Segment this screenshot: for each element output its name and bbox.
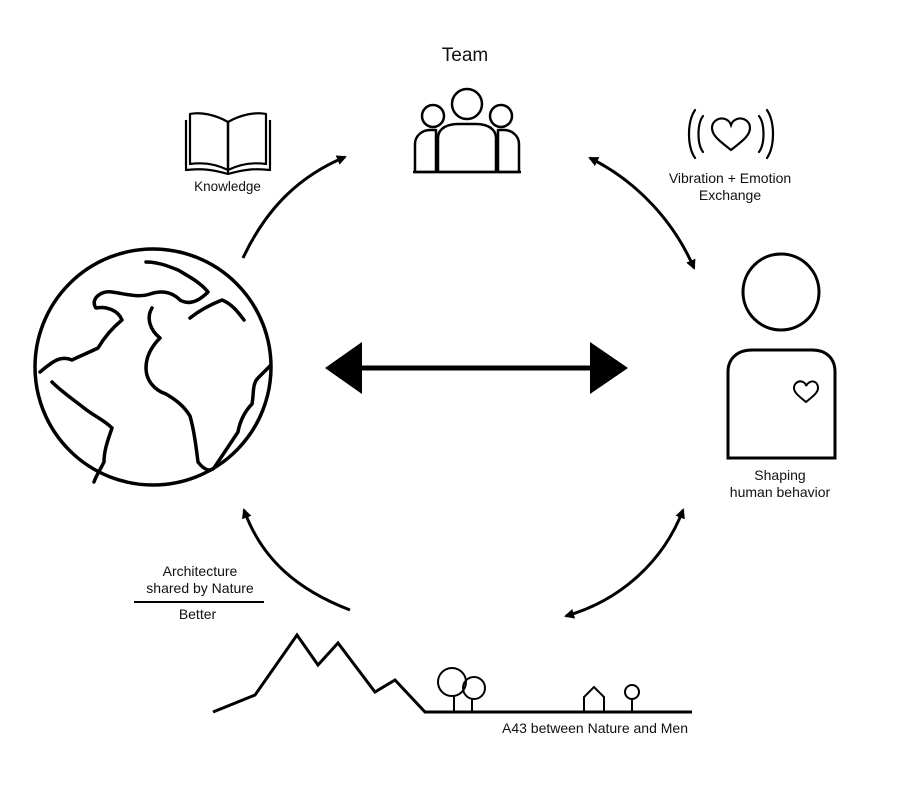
center-bidirectional-arrow (325, 342, 628, 394)
team-label: Team (441, 45, 489, 66)
human-label-line1: Shaping (754, 467, 806, 483)
knowledge-label: Knowledge (194, 179, 261, 194)
landscape-label: A43 between Nature and Men (501, 720, 688, 736)
heart-vibration-icon (687, 108, 775, 160)
vibration-label: Vibration + Emotion Exchange (640, 170, 820, 204)
globe-icon (33, 247, 273, 487)
arrow-team-person (588, 156, 696, 270)
vibration-label-line1: Vibration + Emotion (668, 170, 792, 186)
architecture-label: Architecture shared by Nature (120, 563, 280, 597)
person-heart-icon (726, 252, 837, 460)
arrow-person-landscape (564, 508, 685, 619)
human-label: Shaping human behavior (700, 467, 860, 501)
arrow-landscape-to-globe (242, 508, 351, 612)
team-icon (413, 87, 521, 174)
book-icon (184, 112, 272, 176)
human-label-line2: human behavior (729, 484, 831, 500)
vibration-label-line2: Exchange (698, 187, 762, 203)
architecture-denominator: Better (178, 606, 217, 622)
arrow-globe-to-team (241, 155, 347, 259)
landscape-icon (212, 632, 692, 714)
architecture-label-line1: Architecture (162, 563, 238, 579)
architecture-label-line2: shared by Nature (146, 580, 254, 596)
